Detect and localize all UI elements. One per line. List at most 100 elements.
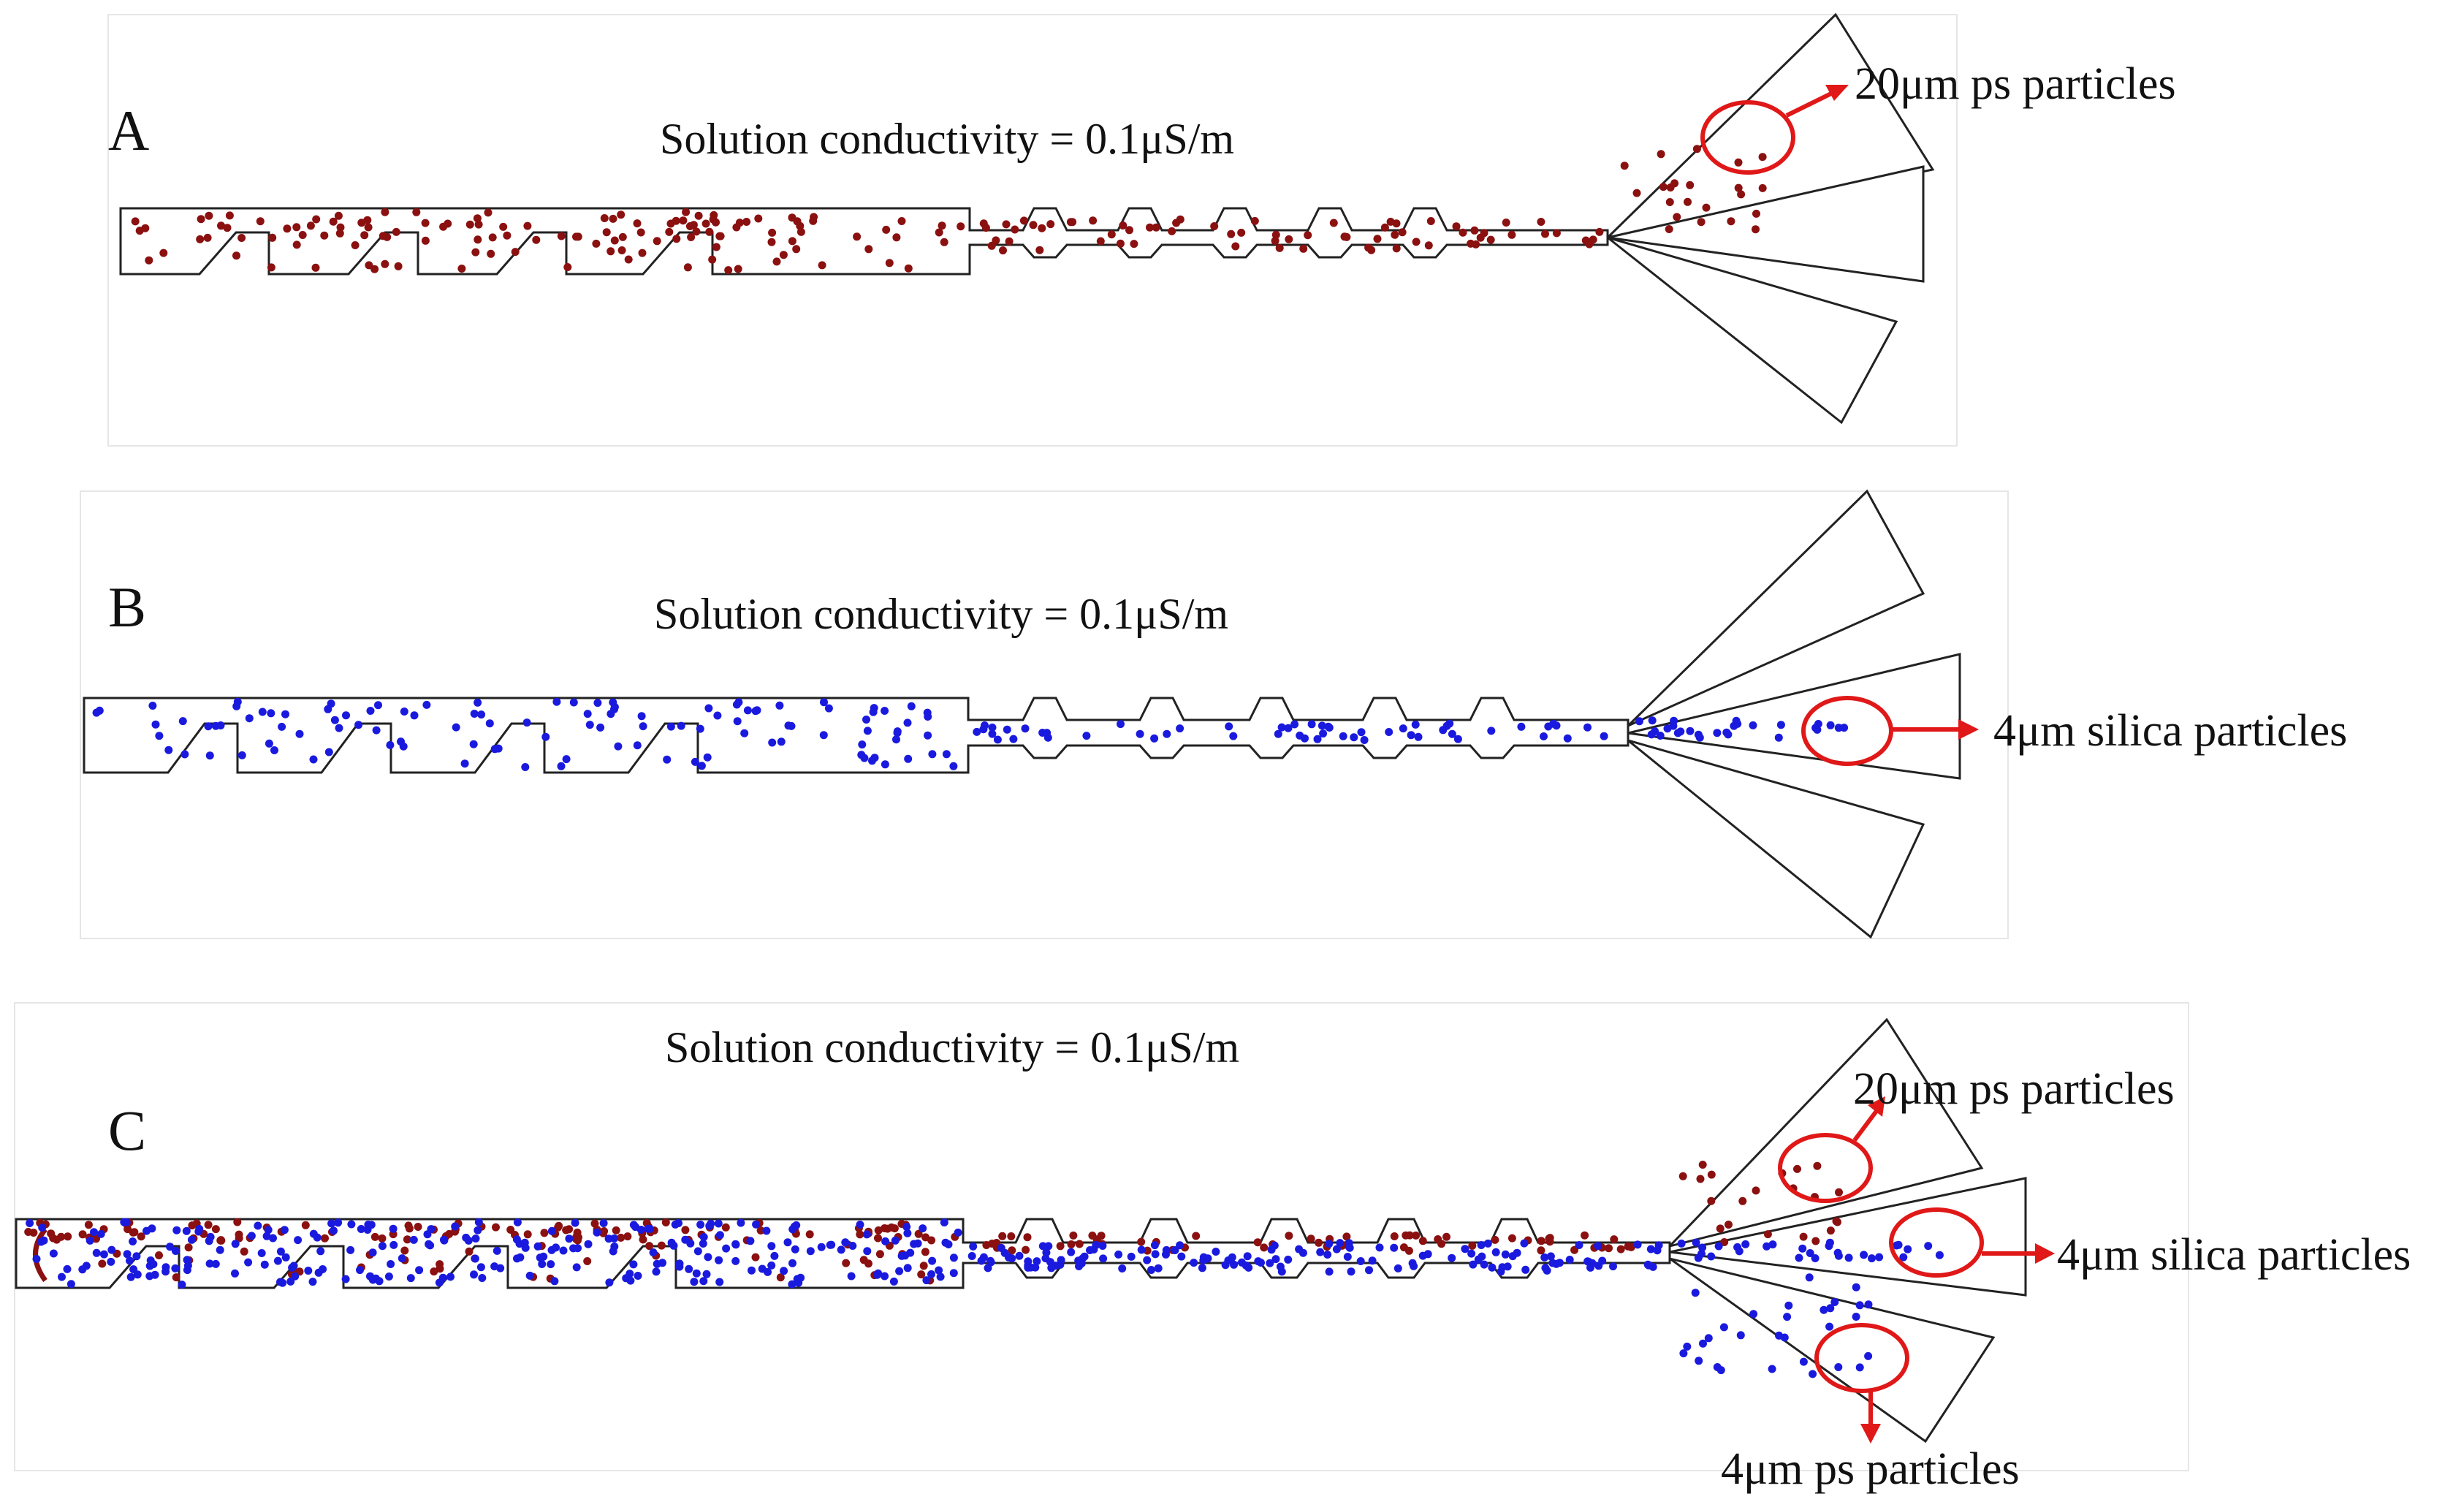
silica-particle — [1127, 1252, 1136, 1261]
ps-particle — [938, 221, 946, 230]
silica-particle — [471, 1234, 480, 1243]
outlet-3 — [1607, 236, 1898, 425]
silica-particle — [440, 1235, 448, 1244]
ps-particle — [1386, 217, 1395, 226]
silica-particle — [547, 1260, 555, 1269]
silica-particle — [512, 1235, 521, 1244]
silica-particle — [1267, 1245, 1276, 1254]
silica-particle — [671, 1220, 680, 1229]
ps-particle — [1758, 183, 1767, 192]
silica-particle — [768, 738, 777, 747]
silica-particle — [902, 1223, 911, 1231]
panel-c-letter: C — [108, 1099, 146, 1162]
silica-particle — [626, 1276, 635, 1285]
silica-particle — [924, 713, 932, 721]
silica-particle — [746, 1237, 755, 1245]
silica-particle — [164, 746, 173, 754]
ps-particle — [400, 1246, 409, 1255]
silica-particle — [1057, 1256, 1065, 1264]
silica-particle — [1024, 1263, 1033, 1272]
silica-particle — [1798, 1244, 1807, 1253]
ps-particle — [1130, 240, 1138, 249]
silica-particle — [327, 1219, 336, 1228]
silica-particle — [1544, 722, 1553, 731]
ps-particle — [1137, 1237, 1146, 1246]
silica-particle — [1171, 1246, 1179, 1254]
silica-particle — [38, 1224, 47, 1232]
silica-particle — [1477, 1241, 1486, 1249]
silica-particle — [1038, 729, 1047, 737]
silica-particle — [469, 740, 478, 748]
silica-particle — [399, 742, 408, 751]
ps-particle — [1581, 1231, 1589, 1240]
silica-particle — [1221, 1261, 1230, 1270]
silica-particle — [78, 1265, 87, 1274]
ps-particle — [1125, 226, 1133, 235]
ps-particle — [998, 1232, 1007, 1240]
silica-particle — [791, 1245, 799, 1253]
ps-particle — [617, 246, 626, 254]
silica-particle — [183, 1256, 191, 1264]
microchannel — [83, 697, 1630, 774]
silica-particle — [126, 1272, 135, 1281]
ps-particle — [1734, 183, 1743, 192]
silica-particle — [1695, 1357, 1703, 1365]
ps-particle — [1610, 1235, 1619, 1244]
silica-particle — [557, 762, 566, 770]
silica-particle — [281, 710, 289, 718]
panel-c-callout-label-2: 4μm silica particles — [2057, 1230, 2411, 1280]
silica-particle — [731, 1256, 740, 1265]
ps-particle — [506, 1226, 515, 1234]
silica-particle — [610, 702, 619, 711]
silica-particle — [1332, 1245, 1341, 1253]
ps-particle — [364, 223, 373, 232]
ps-particle — [638, 249, 647, 257]
silica-particle — [827, 1240, 836, 1249]
silica-particle — [1225, 722, 1233, 731]
ps-particle — [145, 256, 153, 265]
ps-particle — [232, 251, 240, 260]
ps-particle — [602, 228, 611, 237]
ps-particle — [283, 224, 292, 233]
ps-particle — [721, 1223, 730, 1232]
panel-a: A Solution conductivity = 0.1μS/m 20μm p… — [107, 12, 2176, 447]
ps-particle — [874, 1234, 882, 1243]
silica-particle — [1254, 1257, 1263, 1266]
ps-particle — [292, 240, 301, 249]
silica-particle — [605, 1278, 614, 1287]
ps-particle — [256, 217, 265, 226]
silica-particle — [1325, 1267, 1334, 1276]
panel-b: B Solution conductivity = 0.1μS/m 4μm si… — [80, 489, 2347, 939]
silica-particle — [924, 731, 932, 740]
ps-particle — [1038, 224, 1046, 232]
silica-particle — [470, 1270, 478, 1279]
ps-particle — [1537, 1237, 1545, 1245]
silica-particle — [237, 751, 246, 759]
silica-particle — [85, 1236, 94, 1245]
panel-a-callout-arrowhead — [1825, 85, 1849, 101]
silica-particle — [649, 1248, 658, 1256]
silica-particle — [474, 1218, 483, 1226]
silica-particle — [39, 1236, 48, 1245]
ps-particle — [225, 211, 234, 220]
silica-particle — [552, 697, 561, 706]
silica-particle — [629, 1221, 638, 1229]
ps-particle — [1119, 221, 1128, 230]
panel-c-frame — [14, 1002, 2189, 1471]
silica-particle — [583, 710, 592, 718]
silica-particle — [610, 1234, 619, 1243]
ps-particle — [457, 265, 466, 273]
ps-particle — [465, 220, 474, 229]
silica-particle — [954, 1228, 962, 1237]
ps-particle — [1285, 235, 1293, 243]
inlet-arc — [33, 1227, 47, 1283]
silica-particle — [928, 1256, 937, 1265]
ps-particle — [1260, 1243, 1269, 1252]
ps-particle — [592, 239, 601, 248]
silica-particle — [1521, 1265, 1530, 1274]
ps-particle — [1595, 227, 1604, 236]
ps-particle — [1507, 230, 1516, 239]
silica-particle — [1852, 1283, 1860, 1292]
ps-particle — [853, 232, 862, 241]
